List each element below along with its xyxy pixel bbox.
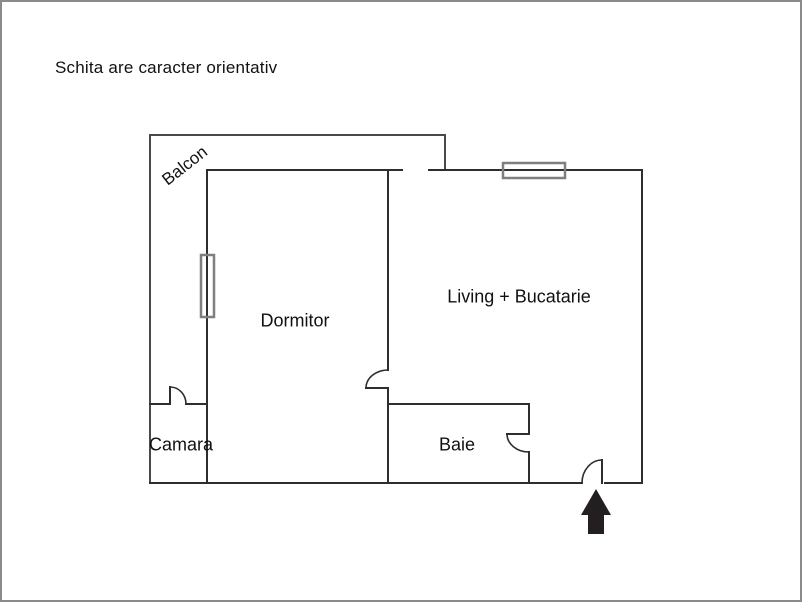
room-label-baie: Baie	[438, 434, 476, 455]
entrance-door-arc	[581, 459, 603, 484]
room-label-camara: Camara	[148, 434, 214, 455]
room-label-dormitor: Dormitor	[260, 310, 330, 331]
camara-door-arc	[169, 386, 187, 405]
balcony-outline-wall	[149, 134, 446, 484]
dormitor-living-wall	[365, 169, 389, 484]
camara-wall	[149, 386, 208, 405]
baie-walls	[387, 403, 530, 484]
baie-door-arc	[506, 433, 530, 453]
entrance-arrow-icon	[581, 489, 611, 534]
living-window-icon	[501, 161, 567, 180]
room-label-living-bucatarie: Living + Bucatarie	[447, 286, 591, 307]
dormitor-door-arc	[365, 369, 389, 389]
dormitor-window-icon	[199, 253, 216, 319]
disclaimer-text: Schita are caracter orientativ	[55, 58, 278, 77]
